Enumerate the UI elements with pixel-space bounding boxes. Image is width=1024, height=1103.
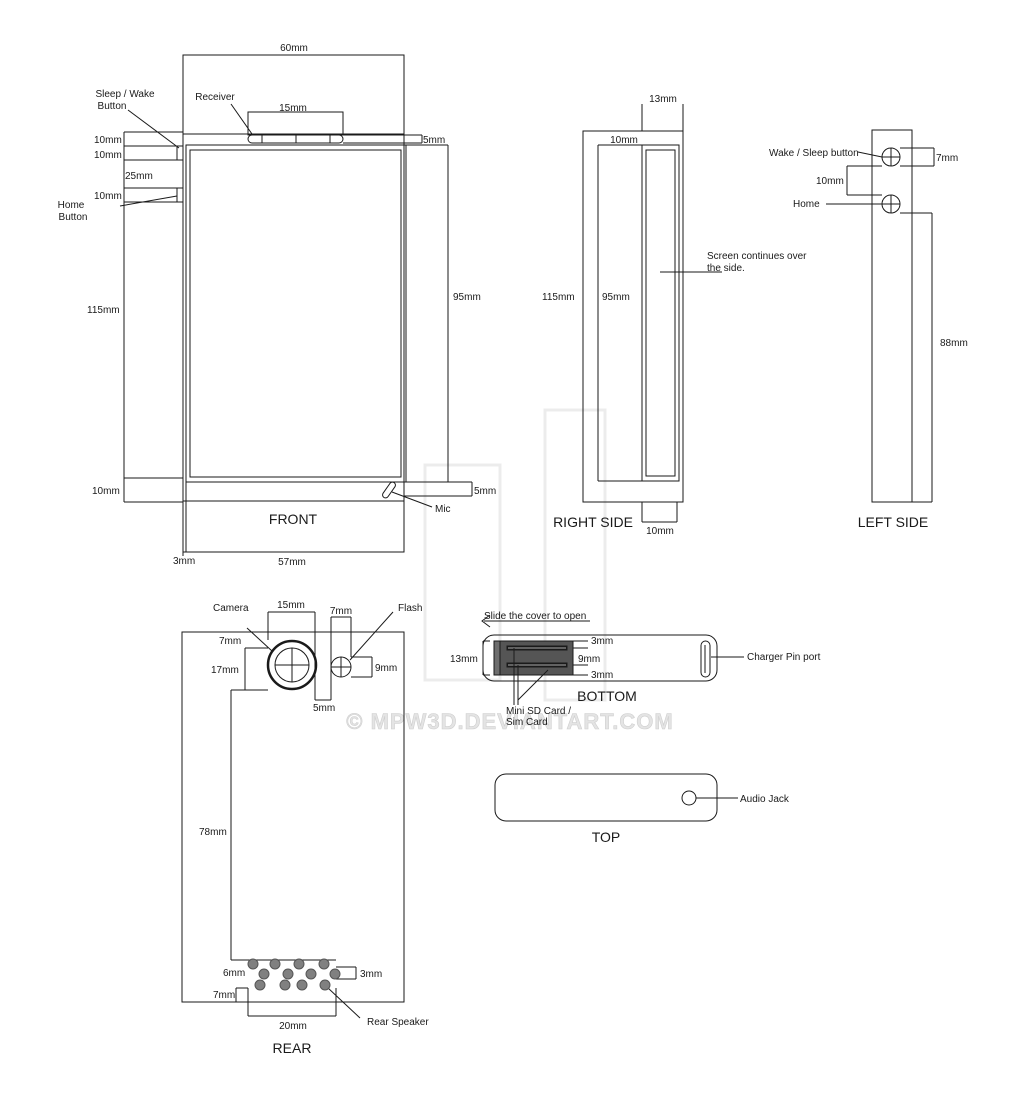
wake-sleep-label: Wake / Sleep button — [769, 148, 859, 159]
watermark: © MPW3D.DEVIANTART.COM — [346, 709, 673, 734]
front-screen-outer — [185, 144, 407, 483]
speaker-width-label: 20mm — [279, 1021, 307, 1032]
charger-pin-port — [700, 640, 711, 678]
rear-view-title: REAR — [273, 1040, 312, 1056]
speaker-hole — [282, 968, 294, 980]
mic-label: Mic — [435, 504, 451, 515]
home-label-line2: Button — [59, 212, 88, 223]
left-side-view — [826, 129, 935, 503]
receiver-box — [247, 111, 344, 136]
front-width-label: 60mm — [280, 43, 308, 54]
mic-slot — [382, 481, 396, 499]
sleep-wake-button-front — [176, 145, 184, 161]
speaker-margin-label: 7mm — [213, 990, 235, 1001]
top-body — [494, 773, 718, 822]
screen-width-label: 57mm — [278, 557, 306, 568]
receiver-label: Receiver — [195, 92, 235, 103]
bottom-height-label: 13mm — [450, 654, 478, 665]
button-size-label: 10mm — [94, 150, 122, 161]
camera-offset-label: 15mm — [277, 600, 305, 611]
camera-size-label: 17mm — [211, 665, 239, 676]
front-screen-inner — [189, 149, 402, 478]
right-note-line2: the side. — [707, 263, 745, 274]
right-side-screen-inner — [645, 149, 676, 477]
speaker-hole — [279, 979, 291, 991]
bottom-view — [481, 614, 744, 705]
left-home-label: Home — [793, 199, 820, 210]
speaker-hole — [329, 968, 341, 980]
home-button-front — [176, 187, 184, 203]
top-view — [494, 773, 738, 822]
right-note-line1: Screen continues over — [707, 251, 807, 262]
right-side-view-title: RIGHT SIDE — [553, 514, 633, 530]
speaker-hole — [254, 979, 266, 991]
camera-gap-label: 5mm — [313, 703, 335, 714]
left-side-body — [871, 129, 913, 503]
slot-top-label: 3mm — [591, 636, 613, 647]
speaker-offset-label: 3mm — [360, 969, 382, 980]
audio-jack-port — [681, 790, 697, 806]
sleep-wake-label-line1: Sleep / Wake — [95, 89, 155, 100]
button-offset-label: 10mm — [94, 135, 122, 146]
front-height-label: 115mm — [87, 305, 120, 316]
left-side-view-title: LEFT SIDE — [858, 514, 929, 530]
right-side-view — [582, 104, 722, 523]
slot-bottom-label: 3mm — [591, 670, 613, 681]
right-height-label: 115mm — [542, 292, 575, 303]
card-label-line2: Sim Card — [506, 717, 548, 728]
left-length-label: 88mm — [940, 338, 968, 349]
sleep-wake-label-line2: Button — [98, 101, 127, 112]
front-screen-height-label: 95mm — [453, 292, 481, 303]
rear-speaker-grille — [247, 958, 341, 991]
front-body — [182, 54, 405, 553]
flash-height-label: 9mm — [375, 663, 397, 674]
rear-body — [181, 631, 405, 1003]
speaker-hole — [258, 968, 270, 980]
side-margin-label: 3mm — [173, 556, 195, 567]
speaker-height-label: 6mm — [223, 968, 245, 979]
front-view — [119, 54, 473, 556]
front-bottom-bezel-label: 10mm — [92, 486, 120, 497]
camera-lens-outer — [266, 639, 318, 691]
speaker-hole — [293, 958, 305, 970]
home-size-label: 10mm — [94, 191, 122, 202]
flash-label: Flash — [398, 603, 422, 614]
bottom-view-title: BOTTOM — [577, 688, 637, 704]
right-bottom-label: 10mm — [646, 526, 674, 537]
right-top-bezel-label: 10mm — [610, 135, 638, 146]
rear-speaker-label: Rear Speaker — [367, 1017, 429, 1028]
rear-view — [181, 611, 405, 1019]
speaker-hole — [269, 958, 281, 970]
front-view-title: FRONT — [269, 511, 318, 527]
speaker-hole — [247, 958, 259, 970]
right-depth-label: 13mm — [649, 94, 677, 105]
speaker-hole — [319, 979, 331, 991]
right-screen-height-label: 95mm — [602, 292, 630, 303]
flash-size-label: 7mm — [330, 606, 352, 617]
charger-label: Charger Pin port — [747, 652, 821, 663]
card-label-line1: Mini SD Card / — [506, 706, 571, 717]
home-label-line1: Home — [58, 200, 85, 211]
camera-top-label: 7mm — [219, 636, 241, 647]
rear-vertical-label: 78mm — [199, 827, 227, 838]
top-view-title: TOP — [592, 829, 621, 845]
button-gap-label: 25mm — [125, 171, 153, 182]
watermark-logo — [423, 408, 607, 702]
receiver-width-label: 15mm — [279, 103, 307, 114]
audio-jack-label: Audio Jack — [740, 794, 790, 805]
slide-note-label: Slide the cover to open — [484, 611, 586, 622]
receiver-height-label: 5mm — [423, 135, 445, 146]
slot-height-label: 9mm — [578, 654, 600, 665]
speaker-hole — [305, 968, 317, 980]
left-button-size-label: 7mm — [936, 153, 958, 164]
left-gap-label: 10mm — [816, 176, 844, 187]
speaker-hole — [318, 958, 330, 970]
camera-label: Camera — [213, 603, 249, 614]
speaker-hole — [296, 979, 308, 991]
right-side-screen-outer — [641, 144, 680, 482]
mic-height-label: 5mm — [474, 486, 496, 497]
